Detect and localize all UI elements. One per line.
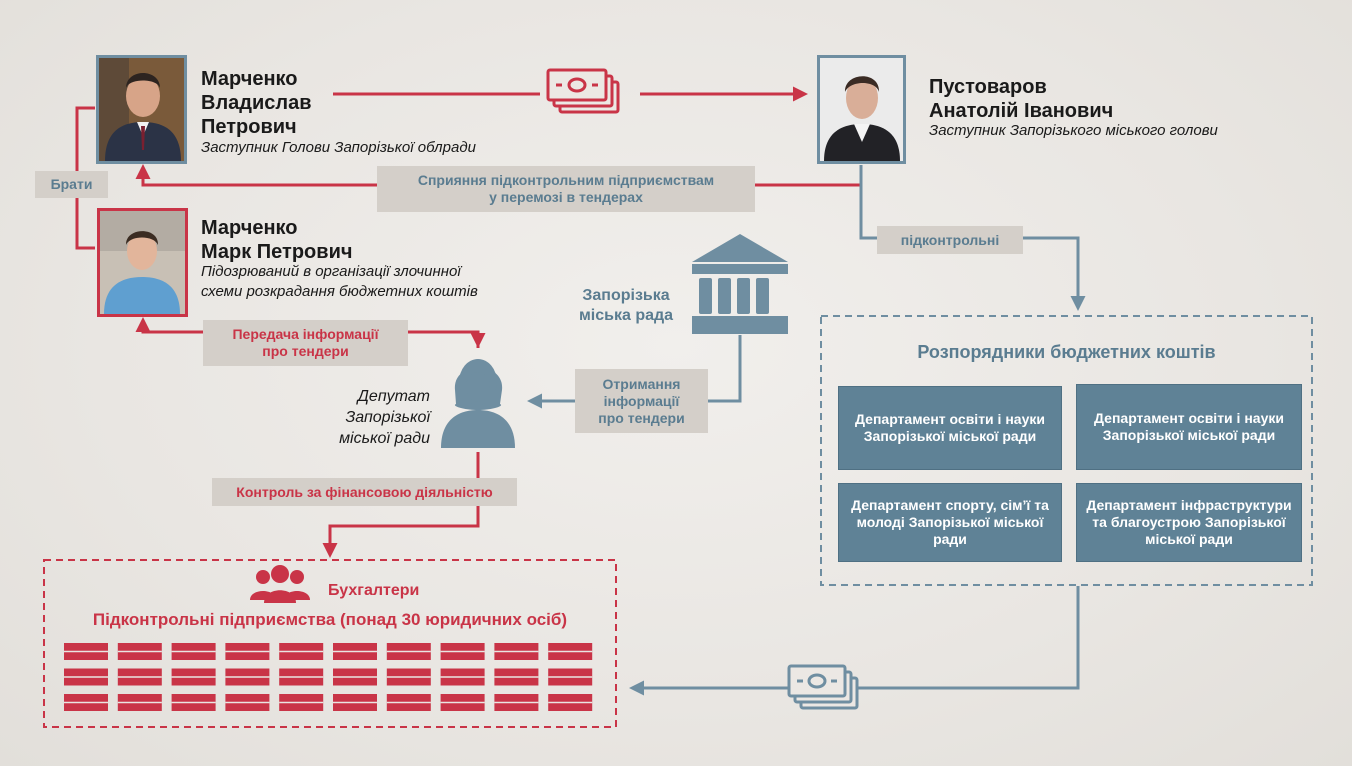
label-line: Сприяння підконтрольним підприємствам (417, 172, 715, 188)
enterprise-grid (64, 643, 593, 711)
payment-arrow (629, 586, 1080, 696)
label-line: інформації (603, 392, 680, 409)
label-line: про тендери (598, 409, 685, 426)
avatar-marchenko-vladyslav (96, 55, 187, 164)
label-line: про тендери (262, 343, 349, 359)
enterprises-box (43, 559, 617, 728)
label-line: Передача інформації (232, 326, 379, 342)
name-line: Анатолій Іванович (929, 100, 1114, 122)
accountants-label: Бухгалтери (328, 582, 420, 599)
controlled-label: підконтрольні (877, 226, 1023, 254)
assistance-label: Сприяння підконтрольним підприємствам у … (377, 166, 755, 212)
transfer-info-label: Передача інформації про тендери (203, 320, 408, 366)
department-box: Департамент інфраструктури та благоустро… (1076, 483, 1302, 562)
council-name-line: міська рада (578, 307, 674, 324)
enterprises-title: Підконтрольні підприємства (понад 30 юри… (92, 610, 568, 629)
person-name-marchenko-vladyslav: Марченко Владислав Петрович (201, 67, 312, 139)
department-box: Департамент освіти і науки Запорізької м… (1076, 384, 1302, 470)
brothers-label: Брати (35, 171, 108, 198)
role-line: Підозрюваний в організації злочинної (201, 263, 461, 280)
receive-info-label: Отримання інформації про тендери (575, 369, 708, 433)
avatar-pustovarov (817, 55, 906, 164)
portrait-image (820, 58, 903, 161)
department-box: Департамент освіти і науки Запорізької м… (838, 386, 1062, 470)
name-line: Марченко (201, 68, 298, 90)
deputy-label-line: Запорізької (345, 409, 430, 426)
budget-managers-title: Розпорядники бюджетних коштів (917, 342, 1216, 362)
portrait-image (100, 211, 185, 314)
council-building-icon (692, 234, 788, 334)
department-box: Департамент спорту, сім’ї та молоді Запо… (838, 483, 1062, 562)
council-name-line: Запорізька (582, 287, 670, 304)
name-line: Пустоваров (929, 76, 1047, 98)
name-line: Петрович (201, 116, 297, 138)
avatar-marchenko-mark (97, 208, 188, 317)
deputy-label-line: міської ради (339, 430, 430, 447)
deputy-face (466, 372, 490, 402)
deputy-label-line: Депутат (357, 388, 430, 405)
name-line: Владислав (201, 92, 312, 114)
deputy-label: Депутат Запорізької міської ради (300, 386, 430, 449)
financial-control-label: Контроль за фінансовою діяльністю (212, 478, 517, 506)
label-line: у перемозі в тендерах (489, 189, 643, 205)
person-role-marchenko-vladyslav: Заступник Голови Запорізької облради (201, 139, 476, 156)
money-icon-red (546, 68, 620, 114)
portrait-image (99, 58, 184, 161)
person-role-marchenko-mark: Підозрюваний в організації злочинної схе… (201, 262, 478, 302)
name-line: Марк Петрович (201, 241, 353, 263)
council-name: Запорізька міська рада (566, 286, 686, 326)
person-role-pustovarov: Заступник Запорізького міського голови (929, 122, 1218, 139)
accountants-icon (250, 565, 310, 603)
person-name-marchenko-mark: Марченко Марк Петрович (201, 216, 352, 264)
role-line: схеми розкрадання бюджетних коштів (201, 283, 478, 300)
person-name-pustovarov: Пустоваров Анатолій Іванович (929, 75, 1113, 123)
label-line: Отримання (602, 375, 681, 392)
budget-managers-box (820, 315, 1313, 586)
money-icon-blue (787, 664, 859, 710)
name-line: Марченко (201, 217, 298, 239)
